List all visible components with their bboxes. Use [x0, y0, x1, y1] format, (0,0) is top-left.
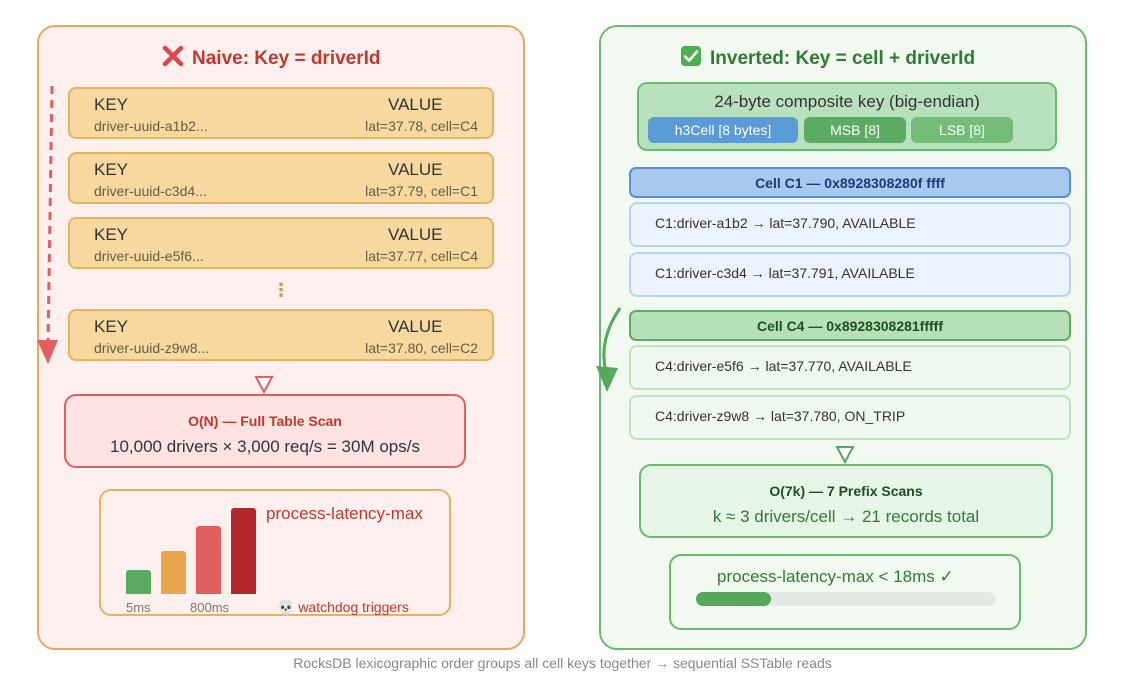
cell-record: C4:driver-z9w8 → lat=37.780, ON_TRIP: [629, 395, 1071, 440]
cell-record: C1:driver-a1b2 → lat=37.790, AVAILABLE: [629, 202, 1071, 247]
latency-result-box: process-latency-max < 18ms ✓: [669, 554, 1021, 630]
key-header: KEY: [94, 160, 129, 179]
tick-high: 800ms: [190, 600, 230, 615]
prefix-scan-detail: k ≈ 3 drivers/cell → 21 records total: [712, 507, 980, 526]
record-key: driver-uuid-e5f6...: [94, 248, 204, 264]
kv-record: KEY VALUE driver-uuid-z9w8... lat=37.80,…: [68, 309, 494, 361]
latency-bar-high: [196, 526, 221, 594]
key-header: KEY: [94, 225, 129, 244]
key-header: KEY: [94, 317, 129, 336]
composite-key-title: 24-byte composite key (big-endian): [714, 92, 980, 111]
record-key: driver-uuid-c3d4...: [94, 183, 207, 199]
prefix-scan-box: O(7k) — 7 Prefix Scans k ≈ 3 drivers/cel…: [639, 464, 1053, 538]
latency-bar-low: [126, 570, 151, 594]
inverted-title: Inverted: Key = cell + driverId: [680, 45, 975, 73]
record-value: lat=37.78, cell=C4: [365, 118, 478, 134]
value-header: VALUE: [388, 160, 443, 179]
ellipsis: ⋮: [272, 280, 290, 300]
footer-caption: RocksDB lexicographic order groups all c…: [293, 655, 832, 671]
watchdog-label: 💀 watchdog triggers: [277, 599, 409, 615]
full-scan-box: O(N) — Full Table Scan 10,000 drivers × …: [64, 394, 466, 468]
key-header: KEY: [94, 95, 129, 114]
cross-mark-icon: [162, 45, 184, 73]
record-value: lat=37.77, cell=C4: [365, 248, 478, 264]
latency-result-label: process-latency-max < 18ms ✓: [717, 567, 954, 586]
record-value: lat=37.80, cell=C2: [365, 340, 478, 356]
latency-bar-medium: [161, 551, 186, 594]
cell-c1-header: Cell C1 — 0x8928308280f ffff: [629, 167, 1071, 198]
cell-c4-header: Cell C4 — 0x8928308281fffff: [629, 310, 1071, 341]
record-value: lat=37.79, cell=C1: [365, 183, 478, 199]
kv-record: KEY VALUE driver-uuid-a1b2... lat=37.78,…: [68, 87, 494, 139]
kv-record: KEY VALUE driver-uuid-c3d4... lat=37.79,…: [68, 152, 494, 204]
chip-lsb: LSB [8]: [911, 117, 1013, 143]
cell-record: C1:driver-c3d4 → lat=37.791, AVAILABLE: [629, 252, 1071, 297]
down-triangle-icon: [254, 376, 274, 395]
check-box-icon: [680, 45, 702, 73]
record-key: driver-uuid-z9w8...: [94, 340, 210, 356]
kv-record: KEY VALUE driver-uuid-e5f6... lat=37.77,…: [68, 217, 494, 269]
naive-title-text: Naive: Key = driverId: [192, 48, 381, 69]
composite-key-box: 24-byte composite key (big-endian) h3Cel…: [637, 82, 1057, 151]
chip-msb: MSB [8]: [804, 117, 906, 143]
tick-low: 5ms: [126, 600, 151, 615]
latency-progress-fill: [696, 592, 771, 606]
chip-h3cell: h3Cell [8 bytes]: [648, 117, 798, 143]
naive-title: Naive: Key = driverId: [162, 45, 381, 73]
down-triangle-icon: [835, 446, 855, 465]
jump-arrow: [596, 307, 622, 392]
latency-progress-track: [696, 592, 996, 606]
cell-record: C4:driver-e5f6 → lat=37.770, AVAILABLE: [629, 345, 1071, 390]
inverted-title-text: Inverted: Key = cell + driverId: [710, 48, 976, 69]
scan-direction-arrow: [37, 85, 58, 364]
value-header: VALUE: [388, 95, 443, 114]
value-header: VALUE: [388, 225, 443, 244]
full-scan-detail: 10,000 drivers × 3,000 req/s = 30M ops/s: [110, 437, 420, 456]
latency-label: process-latency-max: [266, 504, 423, 523]
latency-chart-box: process-latency-max 5ms 800ms 💀 watchdog…: [99, 489, 451, 616]
value-header: VALUE: [388, 317, 443, 336]
full-scan-title: O(N) — Full Table Scan: [188, 413, 342, 429]
prefix-scan-title: O(7k) — 7 Prefix Scans: [769, 483, 923, 499]
record-key: driver-uuid-a1b2...: [94, 118, 208, 134]
latency-bar-max: [231, 508, 256, 594]
